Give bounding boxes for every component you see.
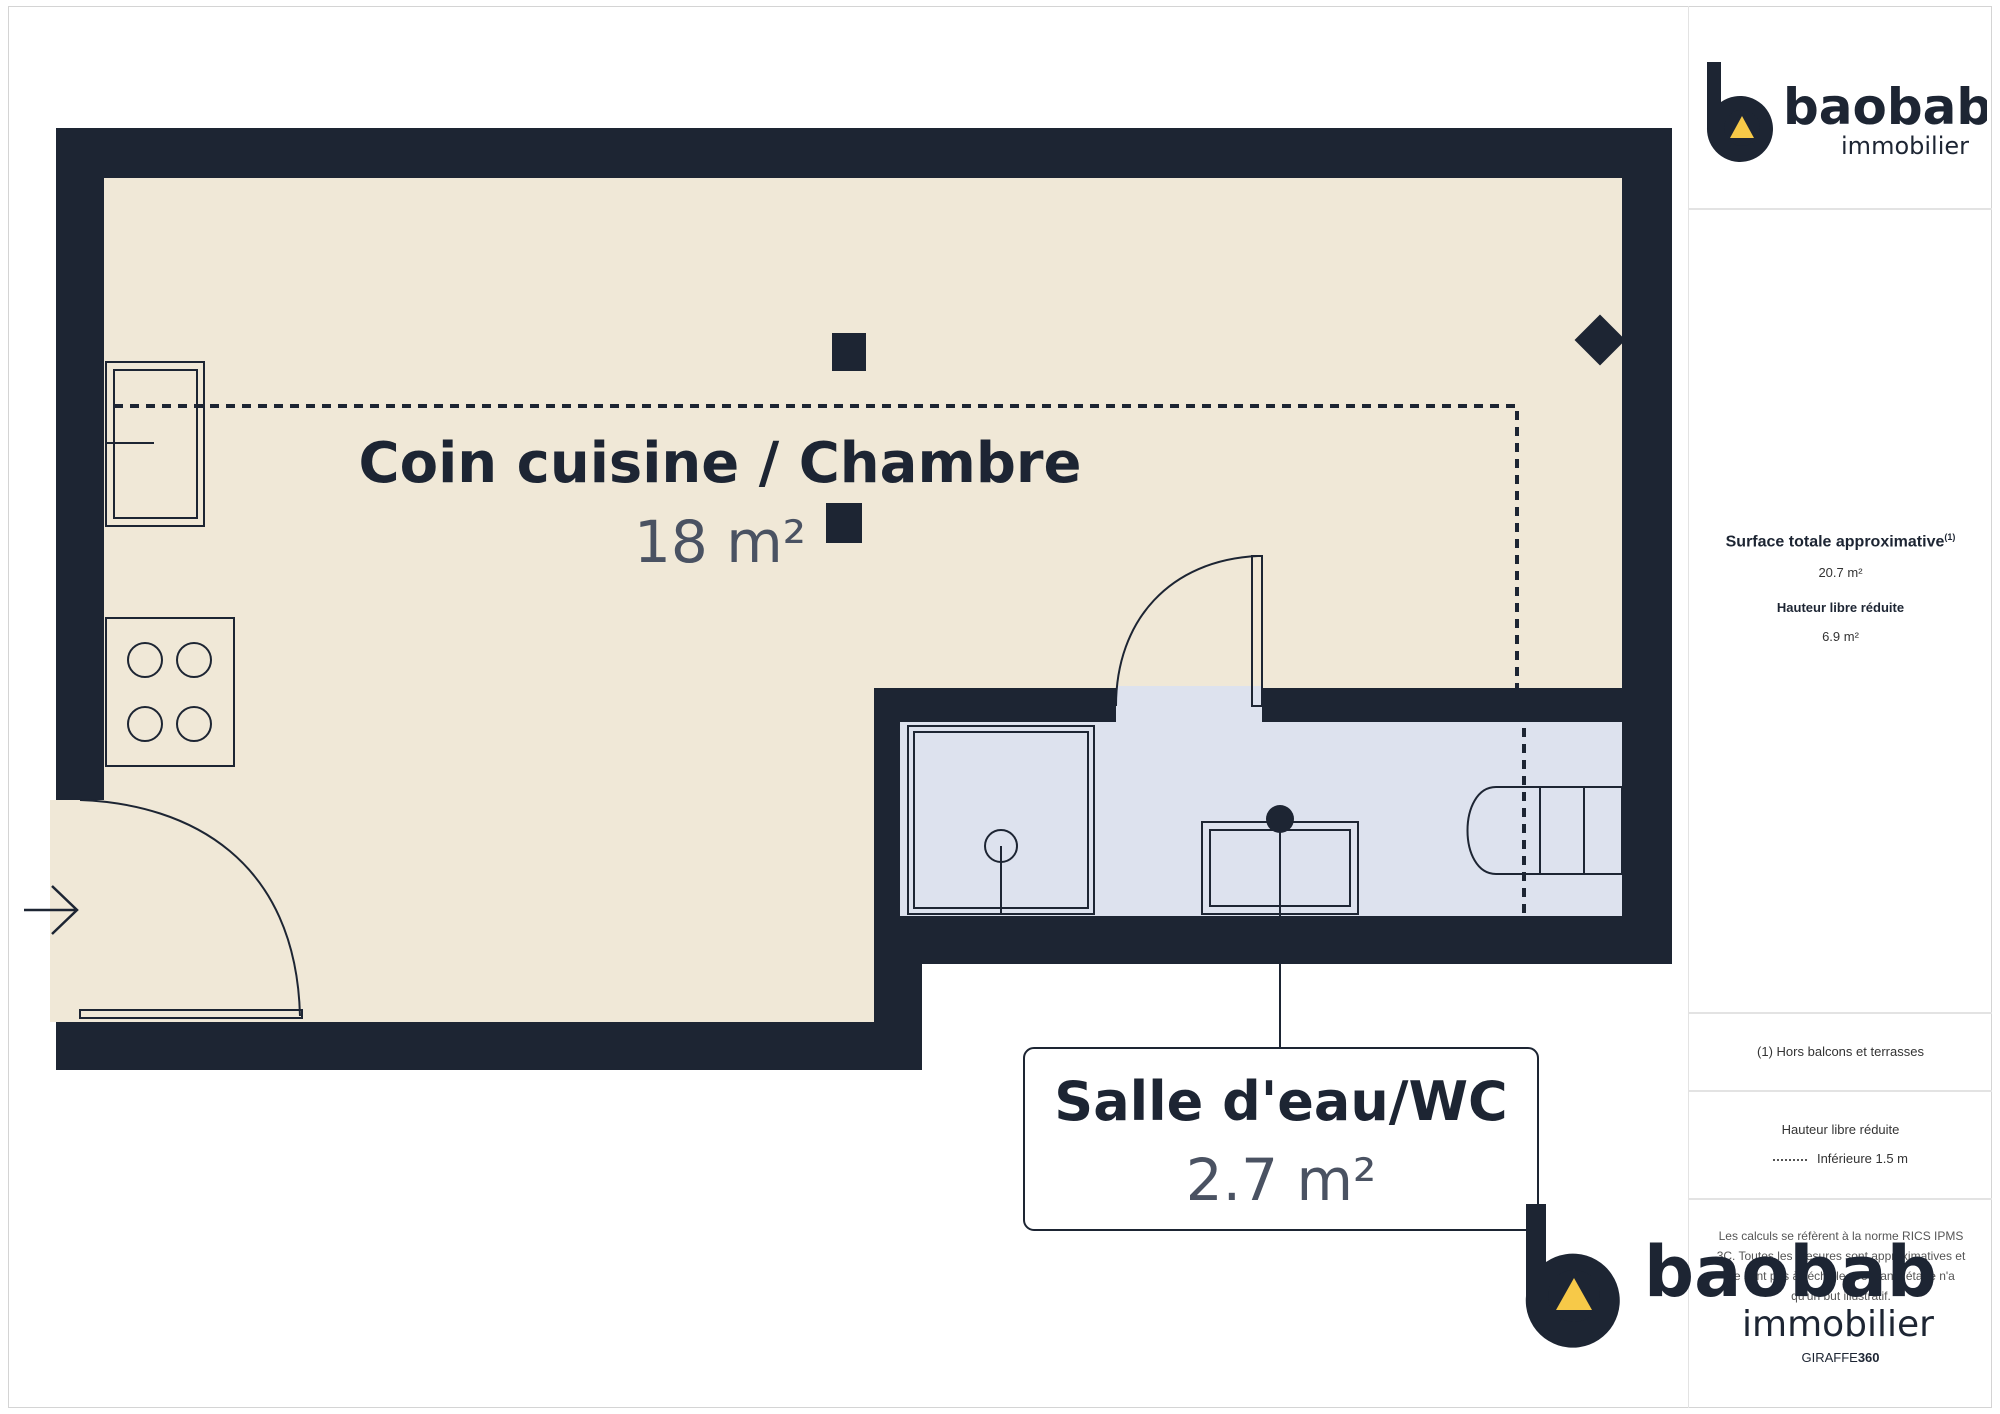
bathroom-area: 2.7 m² [1186,1146,1376,1214]
entrance-arrow [24,885,79,935]
living-floor [104,178,1622,1022]
page-frame [8,6,1992,1408]
legend: Hauteur libre réduite Inférieure 1.5 m [1689,1122,1992,1166]
kitchen-sink [105,361,205,527]
divider [1689,208,1992,210]
divider [1689,1090,1992,1092]
reduced-height-value: 6.9 m² [1822,629,1859,645]
divider [1689,1012,1992,1014]
info-panel: baobab immobilier Surface totale approxi… [1688,6,1992,1408]
column-2 [826,503,862,543]
cooktop [105,617,235,767]
shower [907,725,1095,915]
surface-value: 20.7 m² [1818,565,1863,581]
brand-logo-top: baobab immobilier [1706,62,1987,162]
reduced-height-line [114,404,1519,690]
legend-item-label: Inférieure 1.5 m [1816,1151,1909,1166]
surface-note: (1) [1944,532,1956,542]
dotted-line-swatch [1772,1158,1807,1161]
footnote: (1) Hors balcons et terrasses [1757,1044,1924,1059]
toilet [1466,786,1623,875]
bathroom-floor [900,722,1622,916]
brand-subtitle: immobilier [1841,132,1969,160]
watermark-brand-name: baobab [1644,1231,1937,1313]
brand-name: baobab [1783,78,1987,136]
disclaimer: Les calculs se réfèrent à la norme RICS … [1716,1229,1966,1303]
reduced-height-label: Hauteur libre réduite [1776,600,1905,616]
bathroom-title: Salle d'eau/WC [1054,1070,1507,1133]
floor-plan: Coin cuisine / Chambre 18 m² Salle d'eau… [24,128,1672,1231]
credit-suffix: 360 [1857,1350,1880,1365]
bathroom-label-box [1023,1047,1539,1231]
credit: GIRAFFE360 [1689,1350,1992,1365]
bathroom-door-opening [1116,686,1262,724]
surface-summary: Surface totale approximative(1) 20.7 m² … [1689,532,1992,644]
legend-item: Inférieure 1.5 m [1689,1151,1992,1166]
divider [1689,1198,1992,1200]
legend-title: Hauteur libre réduite [1781,1122,1900,1137]
brand-logo-watermark: baobab immobilier [1525,1204,1937,1348]
watermark-brand-subtitle: immobilier [1742,1304,1934,1345]
credit-prefix: GIRAFFE [1801,1350,1858,1365]
entrance-door [79,799,303,1019]
column-corner [1574,314,1626,366]
bathroom-door [1115,555,1263,707]
living-room-area: 18 m² [634,508,806,576]
column-1 [832,333,866,371]
surface-label: Surface totale approximative [1725,533,1945,551]
living-room-title: Coin cuisine / Chambre [359,431,1082,496]
